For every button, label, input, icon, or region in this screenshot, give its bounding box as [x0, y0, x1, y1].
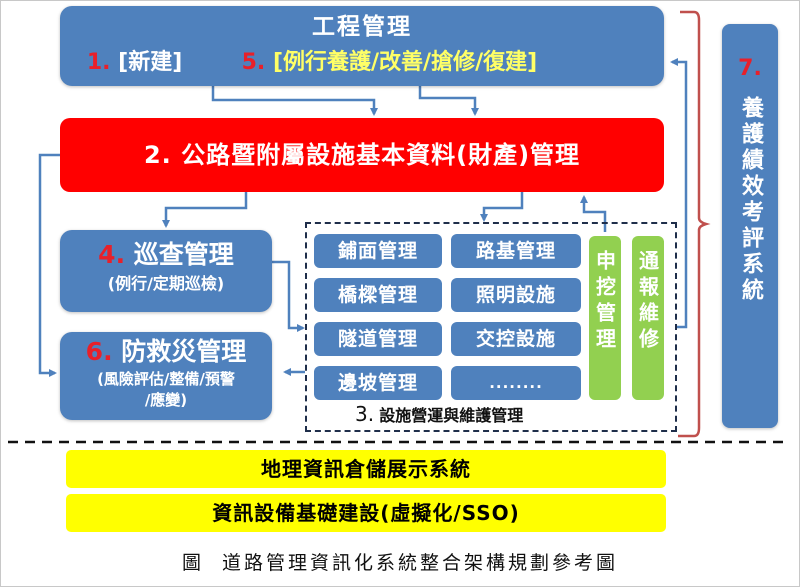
infrastructure-label: 資訊設備基礎建設(虛擬化/SSO): [212, 501, 520, 525]
facility-item-bridge: 橋樑管理: [314, 278, 442, 312]
performance-evaluation-box: 7. 養護績效考評系統: [722, 24, 778, 428]
facility-ops-title: 3. 設施營運與維護管理: [355, 402, 523, 428]
inspection-management-box: 4. 巡查管理 (例行/定期巡檢): [60, 230, 272, 312]
disaster-title: 防救災管理: [121, 337, 247, 366]
item-5-label: [例行養護/改善/搶修/復建]: [272, 50, 538, 75]
engineering-management-box: 工程管理 1. [新建] 5. [例行養護/改善/搶修/復建]: [60, 6, 664, 86]
excavation-management-box: 申挖管理: [589, 236, 621, 400]
facility-ops-group: [305, 222, 677, 432]
gis-system-bar: 地理資訊倉儲展示系統: [66, 450, 666, 488]
infrastructure-bar: 資訊設備基礎建設(虛擬化/SSO): [66, 494, 666, 532]
disaster-number: 6.: [85, 337, 113, 366]
facility-item-traffic-control: 交控設施: [451, 322, 581, 356]
facility-ops-label: 設施營運與維護管理: [379, 406, 524, 425]
disaster-subtitle-2: /應變): [144, 391, 188, 409]
facility-ops-number: 3.: [355, 402, 375, 426]
item-5-number: 5.: [241, 50, 266, 75]
item-1-number: 1.: [86, 50, 111, 75]
basic-data-management-box: 2. 公路暨附屬設施基本資料(財產)管理: [60, 118, 664, 192]
performance-label: 養護績效考評系統: [738, 96, 763, 304]
inspection-subtitle: (例行/定期巡檢): [107, 274, 225, 293]
basic-data-label: 2. 公路暨附屬設施基本資料(財產)管理: [143, 141, 581, 169]
engineering-title: 工程管理: [312, 14, 412, 40]
gis-system-label: 地理資訊倉儲展示系統: [261, 457, 471, 481]
facility-item-lighting: 照明設施: [451, 278, 581, 312]
inspection-title: 巡查管理: [133, 240, 234, 269]
excavation-label: 申挖管理: [592, 250, 617, 354]
inspection-number: 4.: [98, 240, 126, 269]
performance-number: 7.: [738, 56, 762, 81]
facility-item-pavement: 鋪面管理: [314, 234, 442, 268]
facility-item-more: ........: [451, 366, 581, 400]
facility-item-slope: 邊坡管理: [314, 366, 442, 400]
repair-report-box: 通報維修: [632, 236, 664, 400]
item-1-label: [新建]: [118, 50, 183, 75]
facility-item-tunnel: 隧道管理: [314, 322, 442, 356]
repair-report-label: 通報維修: [635, 250, 660, 354]
figure-caption: 圖 道路管理資訊化系統整合架構規劃參考圖: [181, 552, 619, 574]
facility-item-roadbed: 路基管理: [451, 234, 581, 268]
disaster-subtitle-1: (風險評估/整備/預警: [97, 370, 235, 388]
disaster-management-box: 6. 防救災管理 (風險評估/整備/預警 /應變): [60, 332, 272, 420]
